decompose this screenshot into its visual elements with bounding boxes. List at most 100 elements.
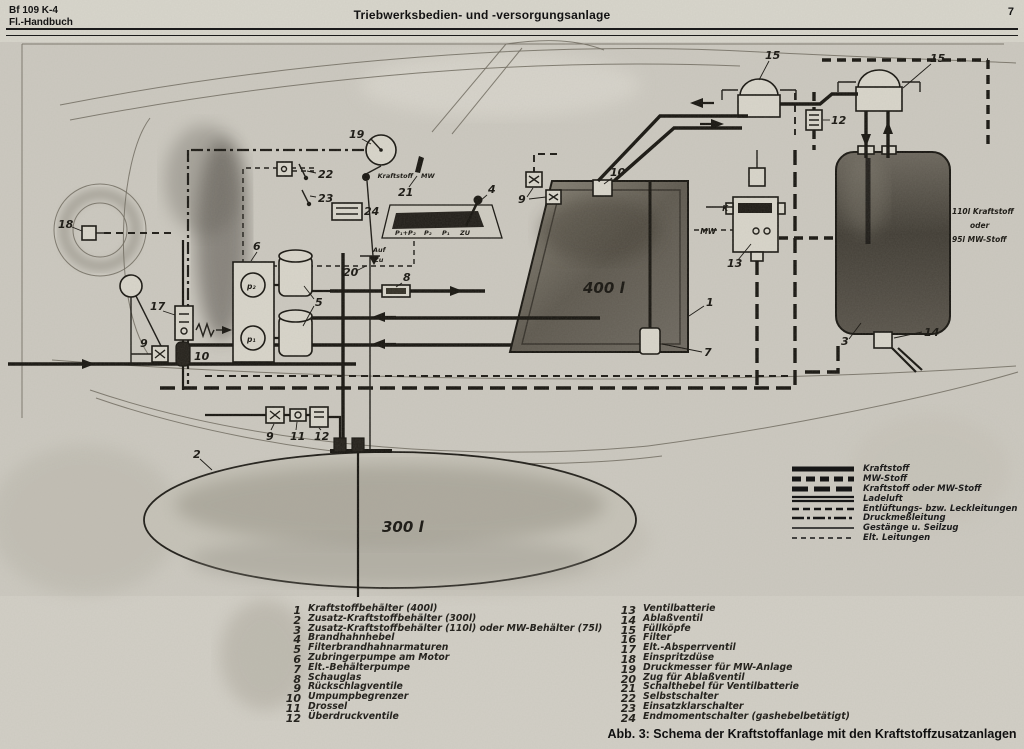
part-num: 14	[620, 613, 636, 627]
part-num: 21	[620, 682, 636, 696]
header-model: Bf 109 K-4	[9, 5, 58, 16]
part-num: 16	[620, 633, 636, 647]
part-label: Zubringerpumpe am Motor	[308, 651, 450, 663]
parts-list-item: 9 Rückschlagventile	[281, 681, 626, 696]
part-num: 4	[293, 633, 301, 647]
line-legend: Kraftstoff MW-Stoff Kraftstoff oder MW-S…	[792, 464, 1022, 543]
legend-row: Druckmeßleitung	[792, 513, 1022, 523]
legend-row: MW-Stoff	[792, 474, 1022, 484]
part-num: 23	[620, 701, 636, 715]
part-label: Elt.-Behälterpumpe	[308, 661, 411, 673]
part-num: 7	[293, 662, 301, 676]
part-num: 15	[620, 623, 636, 637]
part-label: Umpumpbegrenzer	[308, 691, 409, 703]
legend-row: Gestänge u. Seilzug	[792, 523, 1022, 533]
legend-sample-elt	[792, 537, 854, 539]
parts-list-item: 16 Filter	[616, 632, 996, 647]
part-num: 8	[293, 672, 301, 686]
legend-sample-ladeluft	[792, 495, 854, 502]
part-label: Brandhahnhebel	[308, 632, 395, 644]
parts-list-item: 2 Zusatz-Kraftstoffbehälter (300l)	[281, 612, 626, 627]
parts-list-item: 7 Elt.-Behälterpumpe	[281, 661, 626, 676]
part-label: Schauglas	[308, 671, 362, 683]
parts-list-item: 1 Kraftstoffbehälter (400l)	[281, 603, 626, 617]
part-label: Kraftstoffbehälter (400l)	[308, 603, 438, 614]
parts-list-item: 5 Filterbrandhahnarmaturen	[281, 642, 626, 657]
part-num: 18	[620, 652, 636, 666]
part-num: 24	[620, 711, 636, 725]
part-num: 2	[293, 613, 301, 627]
part-label: Ventilbatterie	[643, 603, 716, 614]
part-label: Rückschlagventile	[308, 681, 403, 693]
legend-sample-mw	[792, 476, 854, 482]
legend-row: Ladeluft	[792, 494, 1022, 504]
part-num: 3	[293, 623, 301, 637]
legend-sample-kraftstoff	[792, 466, 854, 472]
legend-sample-gestaenge	[792, 527, 854, 530]
part-label: Druckmesser für MW-Anlage	[643, 661, 793, 673]
legend-label: Entlüftungs- bzw. Leckleitungen	[863, 503, 1018, 514]
legend-label: Elt. Leitungen	[863, 533, 931, 544]
part-num: 20	[620, 672, 636, 686]
part-label: Endmomentschalter (gashebelbetätigt)	[643, 710, 850, 722]
parts-list-item: 15 Füllköpfe	[616, 622, 996, 637]
legend-label: Ladeluft	[863, 493, 903, 504]
legend-label: Druckmeßleitung	[863, 513, 946, 524]
legend-sample-druckmessleitung	[792, 517, 854, 520]
legend-row: Kraftstoff oder MW-Stoff	[792, 484, 1022, 494]
parts-list-item: 19 Druckmesser für MW-Anlage	[616, 661, 996, 676]
legend-label: Kraftstoff oder MW-Stoff	[863, 483, 982, 494]
legend-row: Elt. Leitungen	[792, 533, 1022, 543]
part-num: 1	[293, 604, 301, 617]
legend-sample-krmw	[792, 486, 854, 492]
part-num: 11	[285, 701, 301, 715]
header-rule	[6, 28, 1018, 36]
part-num: 5	[293, 643, 301, 657]
part-label: Selbstschalter	[643, 691, 719, 703]
part-num: 19	[620, 662, 636, 676]
parts-list-item: 22 Selbstschalter	[616, 691, 996, 706]
part-num: 10	[285, 692, 301, 706]
part-label: Filterbrandhahnarmaturen	[308, 642, 449, 654]
part-label: Drossel	[308, 700, 348, 712]
part-label: Zusatz-Kraftstoffbehälter (300l)	[308, 612, 477, 624]
part-label: Füllköpfe	[643, 622, 691, 634]
part-num: 17	[620, 643, 636, 657]
part-label: Zug für Ablaßventil	[643, 671, 745, 683]
page-number: 7	[1007, 6, 1014, 18]
header-doc-id: Bf 109 K-4 Fl.-Handbuch	[9, 5, 73, 28]
part-label: Zusatz-Kraftstoffbehälter (110l) oder MW…	[308, 622, 603, 634]
figure-caption: Abb. 3: Schema der Kraftstoffanlage mit …	[607, 727, 1017, 741]
legend-label: Kraftstoff	[863, 463, 910, 474]
parts-list-item: 17 Elt.-Absperrventil	[616, 642, 996, 657]
part-label: Einsatzklarschalter	[643, 700, 744, 712]
part-label: Ablaßventil	[643, 612, 703, 624]
legend-sample-vent	[792, 507, 854, 510]
page-title: Triebwerksbedien- und -versorgungsanlage	[353, 8, 611, 22]
parts-list-item: 6 Zubringerpumpe am Motor	[281, 651, 626, 666]
part-num: 22	[620, 692, 636, 706]
part-label: Filter	[643, 632, 672, 644]
parts-list-item: 8 Schauglas	[281, 671, 626, 686]
parts-list-item: 11 Drossel	[281, 700, 626, 715]
legend-row: Kraftstoff	[792, 464, 1022, 474]
parts-list-item: 3 Zusatz-Kraftstoffbehälter (110l) oder M…	[281, 622, 626, 637]
parts-list-item: 10 Umpumpbegrenzer	[281, 691, 626, 706]
part-label: Elt.-Absperrventil	[643, 642, 736, 654]
legend-row: Entlüftungs- bzw. Leckleitungen	[792, 504, 1022, 514]
header-manual: Fl.-Handbuch	[9, 16, 73, 28]
parts-list-item: 14 Ablaßventil	[616, 612, 996, 627]
part-num: 6	[293, 652, 301, 666]
parts-list-item: 4 Brandhahnhebel	[281, 632, 626, 647]
part-label: Überdruckventile	[308, 710, 399, 722]
part-num: 9	[293, 682, 301, 696]
